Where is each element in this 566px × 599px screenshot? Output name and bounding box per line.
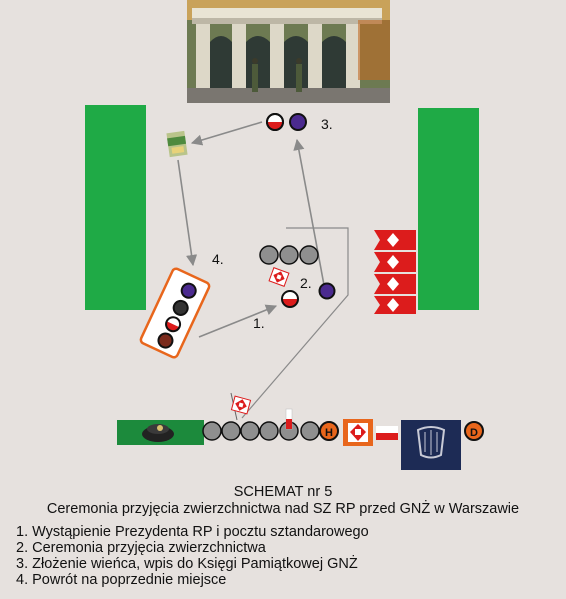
step-label-1: 1. bbox=[253, 315, 265, 331]
military-flag-icon-bottom bbox=[343, 419, 373, 446]
svg-text:D: D bbox=[470, 427, 478, 439]
official-figure-center bbox=[318, 282, 336, 300]
marker-d: D bbox=[464, 421, 484, 441]
arrow-step2-to-step3 bbox=[293, 138, 325, 286]
path-guard-to-center bbox=[241, 227, 349, 419]
svg-text:H: H bbox=[325, 427, 333, 439]
arrow-step1 bbox=[198, 304, 278, 338]
flag-bearer-flag bbox=[285, 408, 293, 430]
diagram-subtitle: Ceremonia przyjęcia zwierzchnictwa nad S… bbox=[46, 501, 520, 517]
step-label-4: 4. bbox=[212, 251, 224, 267]
president-figure-center bbox=[281, 290, 299, 308]
honor-guard-center bbox=[259, 245, 319, 265]
legend-item: 4. Powrót na poprzednie miejsce bbox=[16, 572, 227, 588]
pennants-right bbox=[374, 230, 416, 314]
honor-guard-bottom bbox=[202, 421, 320, 441]
arrow-wreath-to-step4 bbox=[177, 159, 198, 267]
military-flag-bottom bbox=[230, 392, 252, 421]
delegation-box bbox=[139, 267, 211, 359]
green-area-left bbox=[85, 105, 146, 310]
legend: 1. Wystąpienie Prezydenta RP i pocztu sz… bbox=[16, 524, 369, 588]
legend-item: 1. Wystąpienie Prezydenta RP i pocztu sz… bbox=[16, 524, 369, 540]
diagram-title: SCHEMAT nr 5 bbox=[233, 484, 333, 500]
military-band-icon bbox=[401, 420, 461, 470]
beret-badge-icon bbox=[117, 420, 204, 445]
step3-figures bbox=[266, 113, 307, 131]
ceremony-diagram: 3. 2. 1. 4. bbox=[85, 0, 484, 470]
marker-h: H bbox=[319, 421, 339, 441]
wreath-icon bbox=[166, 130, 188, 158]
arrow-step3-to-wreath bbox=[190, 121, 263, 146]
military-flag-icon bbox=[268, 267, 290, 287]
polish-flag bbox=[376, 426, 398, 440]
tomb-photo bbox=[187, 0, 390, 103]
legend-item: 3. Złożenie wieńca, wpis do Księgi Pamią… bbox=[16, 556, 358, 572]
green-area-right bbox=[418, 108, 479, 310]
step-label-2: 2. bbox=[300, 275, 312, 291]
legend-item: 2. Ceremonia przyjęcia zwierzchnictwa bbox=[16, 540, 266, 556]
step-label-3: 3. bbox=[321, 116, 333, 132]
